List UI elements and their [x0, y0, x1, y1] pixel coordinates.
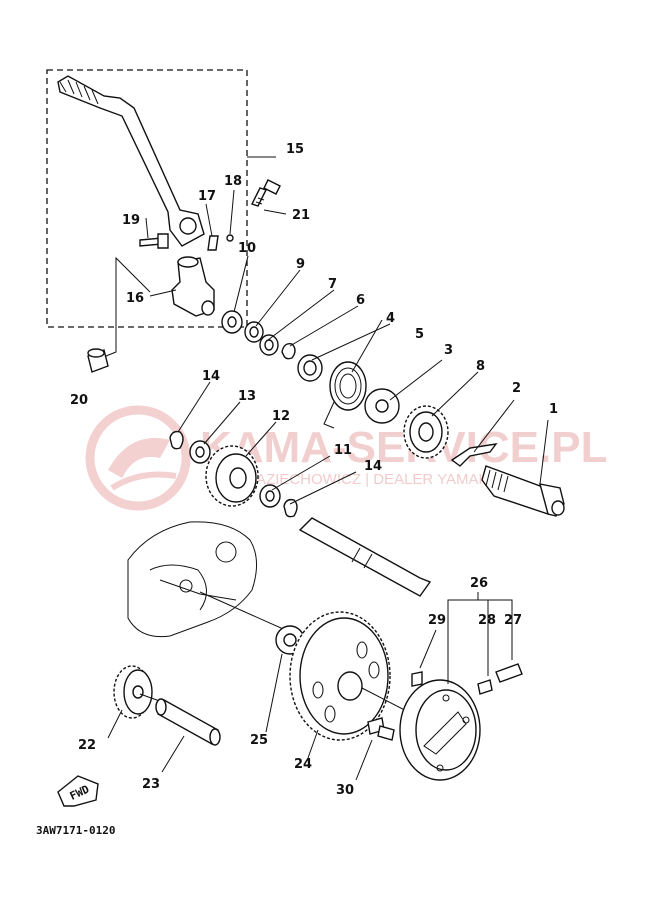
leader-lines — [107, 189, 549, 781]
idler-gear-12 — [205, 445, 259, 507]
label-part-13: 13 — [238, 389, 256, 404]
label-part-26: 26 — [470, 576, 488, 591]
spacer-4 — [297, 354, 323, 382]
circlip-14-upper — [169, 430, 184, 450]
label-part-10: 10 — [238, 241, 256, 256]
starter-clutch-26 — [399, 679, 481, 781]
label-part-29: 29 — [428, 613, 446, 628]
label-part-22: 22 — [78, 738, 96, 753]
starter-idler-gear-22 — [113, 665, 153, 719]
label-part-8: 8 — [476, 359, 485, 374]
label-part-24: 24 — [294, 757, 312, 772]
bolt-21 — [251, 179, 281, 207]
label-part-11: 11 — [334, 443, 352, 458]
label-part-3: 3 — [444, 343, 453, 358]
label-part-14-lower: 14 — [364, 459, 382, 474]
washer-9 — [244, 321, 264, 343]
roller-29 — [411, 671, 423, 687]
circlip-6 — [281, 342, 296, 360]
clip-2 — [450, 443, 498, 467]
washer-13 — [189, 440, 211, 464]
label-part-16: 16 — [126, 291, 144, 306]
label-part-4: 4 — [386, 311, 395, 326]
label-part-18: 18 — [224, 174, 242, 189]
washer-18 — [226, 234, 234, 242]
kick-gear-8 — [403, 405, 449, 459]
diagram-code: 3AW7171-0120 — [36, 824, 115, 837]
crankcase-fragment — [127, 521, 257, 638]
starter-wheel-gear-24 — [289, 611, 391, 741]
kick-axle-1 — [481, 465, 565, 517]
kick-crank-lever — [57, 75, 205, 247]
bolt-30 — [367, 717, 395, 741]
spring-cap-28 — [477, 679, 493, 695]
kick-boss — [171, 256, 215, 317]
label-part-12: 12 — [272, 409, 290, 424]
label-part-2: 2 — [512, 381, 521, 396]
label-part-1: 1 — [549, 402, 558, 417]
washer-3 — [364, 388, 400, 424]
label-part-14-upper: 14 — [202, 369, 220, 384]
bolt-19 — [139, 233, 169, 249]
label-part-21: 21 — [292, 208, 310, 223]
torsion-spring-5 — [323, 361, 367, 429]
label-part-19: 19 — [122, 213, 140, 228]
washer-11 — [259, 484, 281, 508]
label-part-30: 30 — [336, 783, 354, 798]
label-part-7: 7 — [328, 277, 337, 292]
label-part-23: 23 — [142, 777, 160, 792]
watermark-logo — [85, 405, 191, 511]
spring-27 — [495, 663, 523, 683]
label-part-28: 28 — [478, 613, 496, 628]
label-part-9: 9 — [296, 257, 305, 272]
label-part-5: 5 — [415, 327, 424, 342]
label-part-17: 17 — [198, 189, 216, 204]
shaft — [298, 517, 432, 597]
pin-20 — [87, 348, 109, 373]
watermark-subtitle: KAZIECHOWICZ | DEALER YAMAHA — [246, 471, 499, 488]
label-part-20: 20 — [70, 393, 88, 408]
washer-10 — [221, 310, 243, 334]
bolt-17 — [207, 235, 219, 251]
label-part-15: 15 — [286, 142, 304, 157]
label-part-27: 27 — [504, 613, 522, 628]
kick-crank-assembly-box — [46, 69, 248, 328]
washer-7 — [259, 334, 279, 356]
idler-shaft-23 — [155, 698, 221, 746]
circlip-14-lower — [283, 498, 298, 518]
fwd-arrow-icon — [57, 775, 99, 807]
label-part-25: 25 — [250, 733, 268, 748]
label-part-6: 6 — [356, 293, 365, 308]
